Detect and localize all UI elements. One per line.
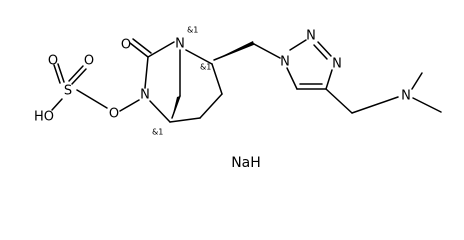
bond-s-to-o-right-1 (68, 65, 84, 82)
atom-n-bridgehead: N (175, 37, 185, 52)
bond-bridge-n-to-ch (185, 49, 213, 65)
atom-n-hydroxamate: N (140, 88, 150, 103)
atom-n-triazole-2: N (306, 29, 316, 44)
stereo-wedges (172, 41, 254, 118)
wedge-bond-ch-linker (214, 41, 254, 60)
bond-carbonyl-c-to-hydroxamate-n (144, 56, 149, 89)
wedge-bond-bridgehead-c (172, 96, 180, 118)
bond-lines (51, 38, 442, 123)
atom-o-sulfonyl-top: O (48, 54, 58, 69)
bond-hydroxamate-n-to-bridgehead-c (149, 100, 171, 123)
bond-ch2-linker-to-n1 (253, 43, 281, 59)
bond-c4-to-ch2-amine (325, 88, 353, 114)
salt-label: NaH (231, 155, 261, 171)
atom-n-triazole-3: N (332, 57, 342, 72)
bond-c5-to-n1 (286, 67, 298, 90)
bond-n2-to-n3-1 (317, 41, 332, 57)
bond-ring-ch2-to-ch2 (199, 93, 223, 119)
bond-n-amine-to-methyl-up (411, 72, 423, 90)
stereo-label-n-bridgehead: &1 (187, 26, 198, 35)
atom-o-sulfonyl-right: O (84, 54, 94, 69)
bond-hydroxamate-n-to-o (119, 99, 140, 112)
bond-s-to-o-right-2 (71, 68, 87, 85)
bond-ch-to-ring-ch2 (211, 63, 223, 95)
atom-n-dimethylamino: N (401, 89, 411, 104)
atom-ho: HO (34, 110, 54, 125)
stereo-labels: &1 &1 &1 (152, 26, 211, 137)
bond-carbonyl-c-to-bridge-n (147, 41, 175, 58)
bond-s-to-o-top-2 (57, 63, 65, 83)
bond-n3-to-c4 (325, 69, 333, 90)
stereo-label-c-triazolylmethyl: &1 (200, 63, 211, 72)
atom-o-carbonyl: O (121, 38, 131, 53)
bond-n1-to-n2 (289, 39, 307, 51)
chemical-structure: O N N O S O O HO N N N N &1 &1 &1 NaH (34, 26, 442, 171)
bond-ch2-to-n-amine (351, 96, 399, 114)
bond-s-to-oh (51, 98, 63, 111)
bond-o-to-s (76, 89, 108, 109)
bond-carbonyl-c-to-o-1 (129, 42, 149, 58)
atom-o-ring: O (109, 107, 119, 122)
bond-n-amine-to-methyl-right (412, 97, 442, 113)
bond-n2-to-n3-2 (313, 44, 328, 60)
bond-carbonyl-c-to-o-2 (132, 38, 152, 54)
stereo-label-c-bridgehead: &1 (152, 128, 163, 137)
atom-s: S (64, 84, 72, 99)
atom-n-triazole-1: N (280, 55, 290, 70)
atom-labels: O N N O S O O HO N N N N (34, 29, 411, 125)
bond-s-to-o-top-1 (53, 64, 61, 84)
bond-ring-ch2-to-bridgehead-c (169, 117, 201, 123)
